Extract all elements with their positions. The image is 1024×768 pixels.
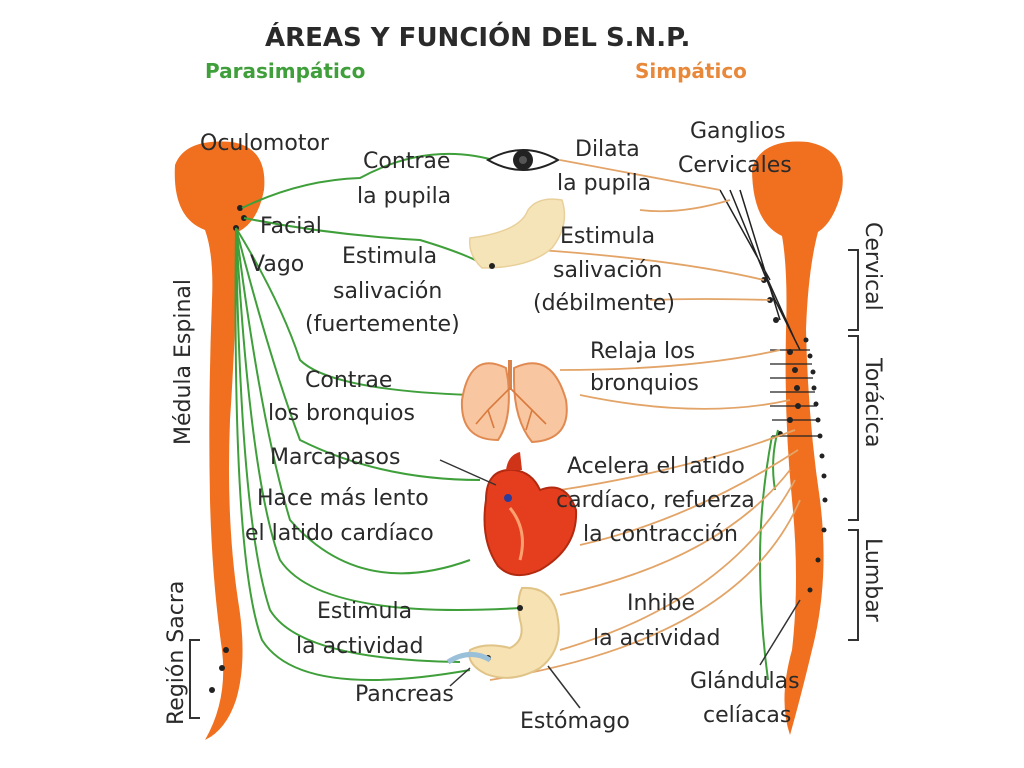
lumbar-bracket	[848, 529, 859, 641]
stomach-symp-line2: la actividad	[593, 626, 720, 651]
pacemaker-label: Marcapasos	[270, 445, 400, 470]
parasympathetic-nerves	[234, 152, 779, 681]
pacemaker-pointer	[439, 459, 497, 486]
saliva-para-line1: Estimula	[342, 244, 437, 269]
cervical-ganglia-lines	[719, 189, 801, 351]
stomach-symp-line1: Inhibe	[627, 591, 695, 616]
stomach-pointer	[547, 665, 581, 709]
stomach-para-line2: la actividad	[296, 634, 423, 659]
sympathetic-nerves	[489, 159, 801, 681]
cervical-label: Cervical	[860, 222, 885, 311]
spinal-cord-label: Médula Espinal	[171, 279, 196, 445]
eye-para-line1: Contrae	[363, 149, 450, 174]
heart-para-line1: Hace más lento	[257, 486, 429, 511]
celiac-line2: celíacas	[703, 703, 791, 728]
eye-symp-line1: Dilata	[575, 137, 640, 162]
pancreas-label: Pancreas	[355, 682, 454, 707]
left-cns-shape	[174, 141, 265, 740]
saliva-symp-line2: salivación	[553, 258, 662, 283]
ganglia-line2: Cervicales	[678, 153, 792, 178]
celiac-line1: Glándulas	[690, 669, 800, 694]
stomach-pancreas-illustration	[446, 586, 560, 679]
heart-symp-line1: Acelera el latido	[567, 454, 745, 479]
stomach-para-line1: Estimula	[317, 599, 412, 624]
heart-illustration	[483, 452, 578, 577]
sympathetic-chain-dots	[803, 337, 828, 593]
sacral-dot	[219, 665, 225, 671]
lumbar-label: Lumbar	[860, 538, 885, 623]
celiac-pointer	[759, 599, 801, 666]
heart-symp-line3: la contracción	[583, 522, 738, 547]
heart-symp-line2: cardíaco, refuerza	[556, 488, 755, 513]
sacral-bracket	[189, 639, 200, 719]
lung-symp-line2: bronquios	[590, 371, 699, 396]
oculomotor-nucleus-dot	[237, 205, 243, 211]
right-brain-spinal-cord	[719, 141, 859, 735]
pacemaker-node	[504, 494, 512, 502]
sympathetic-heading: Simpático	[635, 59, 747, 83]
lung-para-line2: los bronquios	[268, 401, 415, 426]
stomach-label: Estómago	[520, 709, 630, 734]
saliva-symp-line1: Estimula	[560, 224, 655, 249]
diagram-title: ÁREAS Y FUNCIÓN DEL S.N.P.	[265, 21, 690, 53]
salivary-gland-illustration	[469, 198, 566, 269]
parasympathetic-heading: Parasimpático	[205, 59, 365, 83]
eye-illustration	[485, 149, 561, 171]
sacral-dot	[223, 647, 229, 653]
right-cns-shape	[752, 141, 843, 735]
lungs-illustration	[460, 360, 568, 444]
facial-label: Facial	[260, 214, 322, 239]
thoracic-bracket	[848, 335, 859, 521]
saliva-para-line2: salivación	[333, 279, 442, 304]
cervical-bracket	[848, 249, 859, 331]
saliva-symp-line3: (débilmente)	[533, 291, 675, 316]
lung-symp-line1: Relaja los	[590, 339, 695, 364]
vagus-label: Vago	[250, 252, 304, 277]
heart-para-line2: el latido cardíaco	[245, 521, 434, 546]
eye-para-line2: la pupila	[357, 184, 451, 209]
ganglia-line1: Ganglios	[690, 119, 786, 144]
oculomotor-label: Oculomotor	[200, 131, 330, 156]
eye-symp-line2: la pupila	[557, 171, 651, 196]
sacral-region-label: Región Sacra	[164, 581, 189, 725]
thoracic-label: Torácica	[860, 357, 885, 447]
pancreas-pointer	[449, 667, 471, 687]
saliva-para-line3: (fuertemente)	[305, 312, 460, 337]
lung-para-line1: Contrae	[305, 368, 392, 393]
sacral-dot	[209, 687, 215, 693]
